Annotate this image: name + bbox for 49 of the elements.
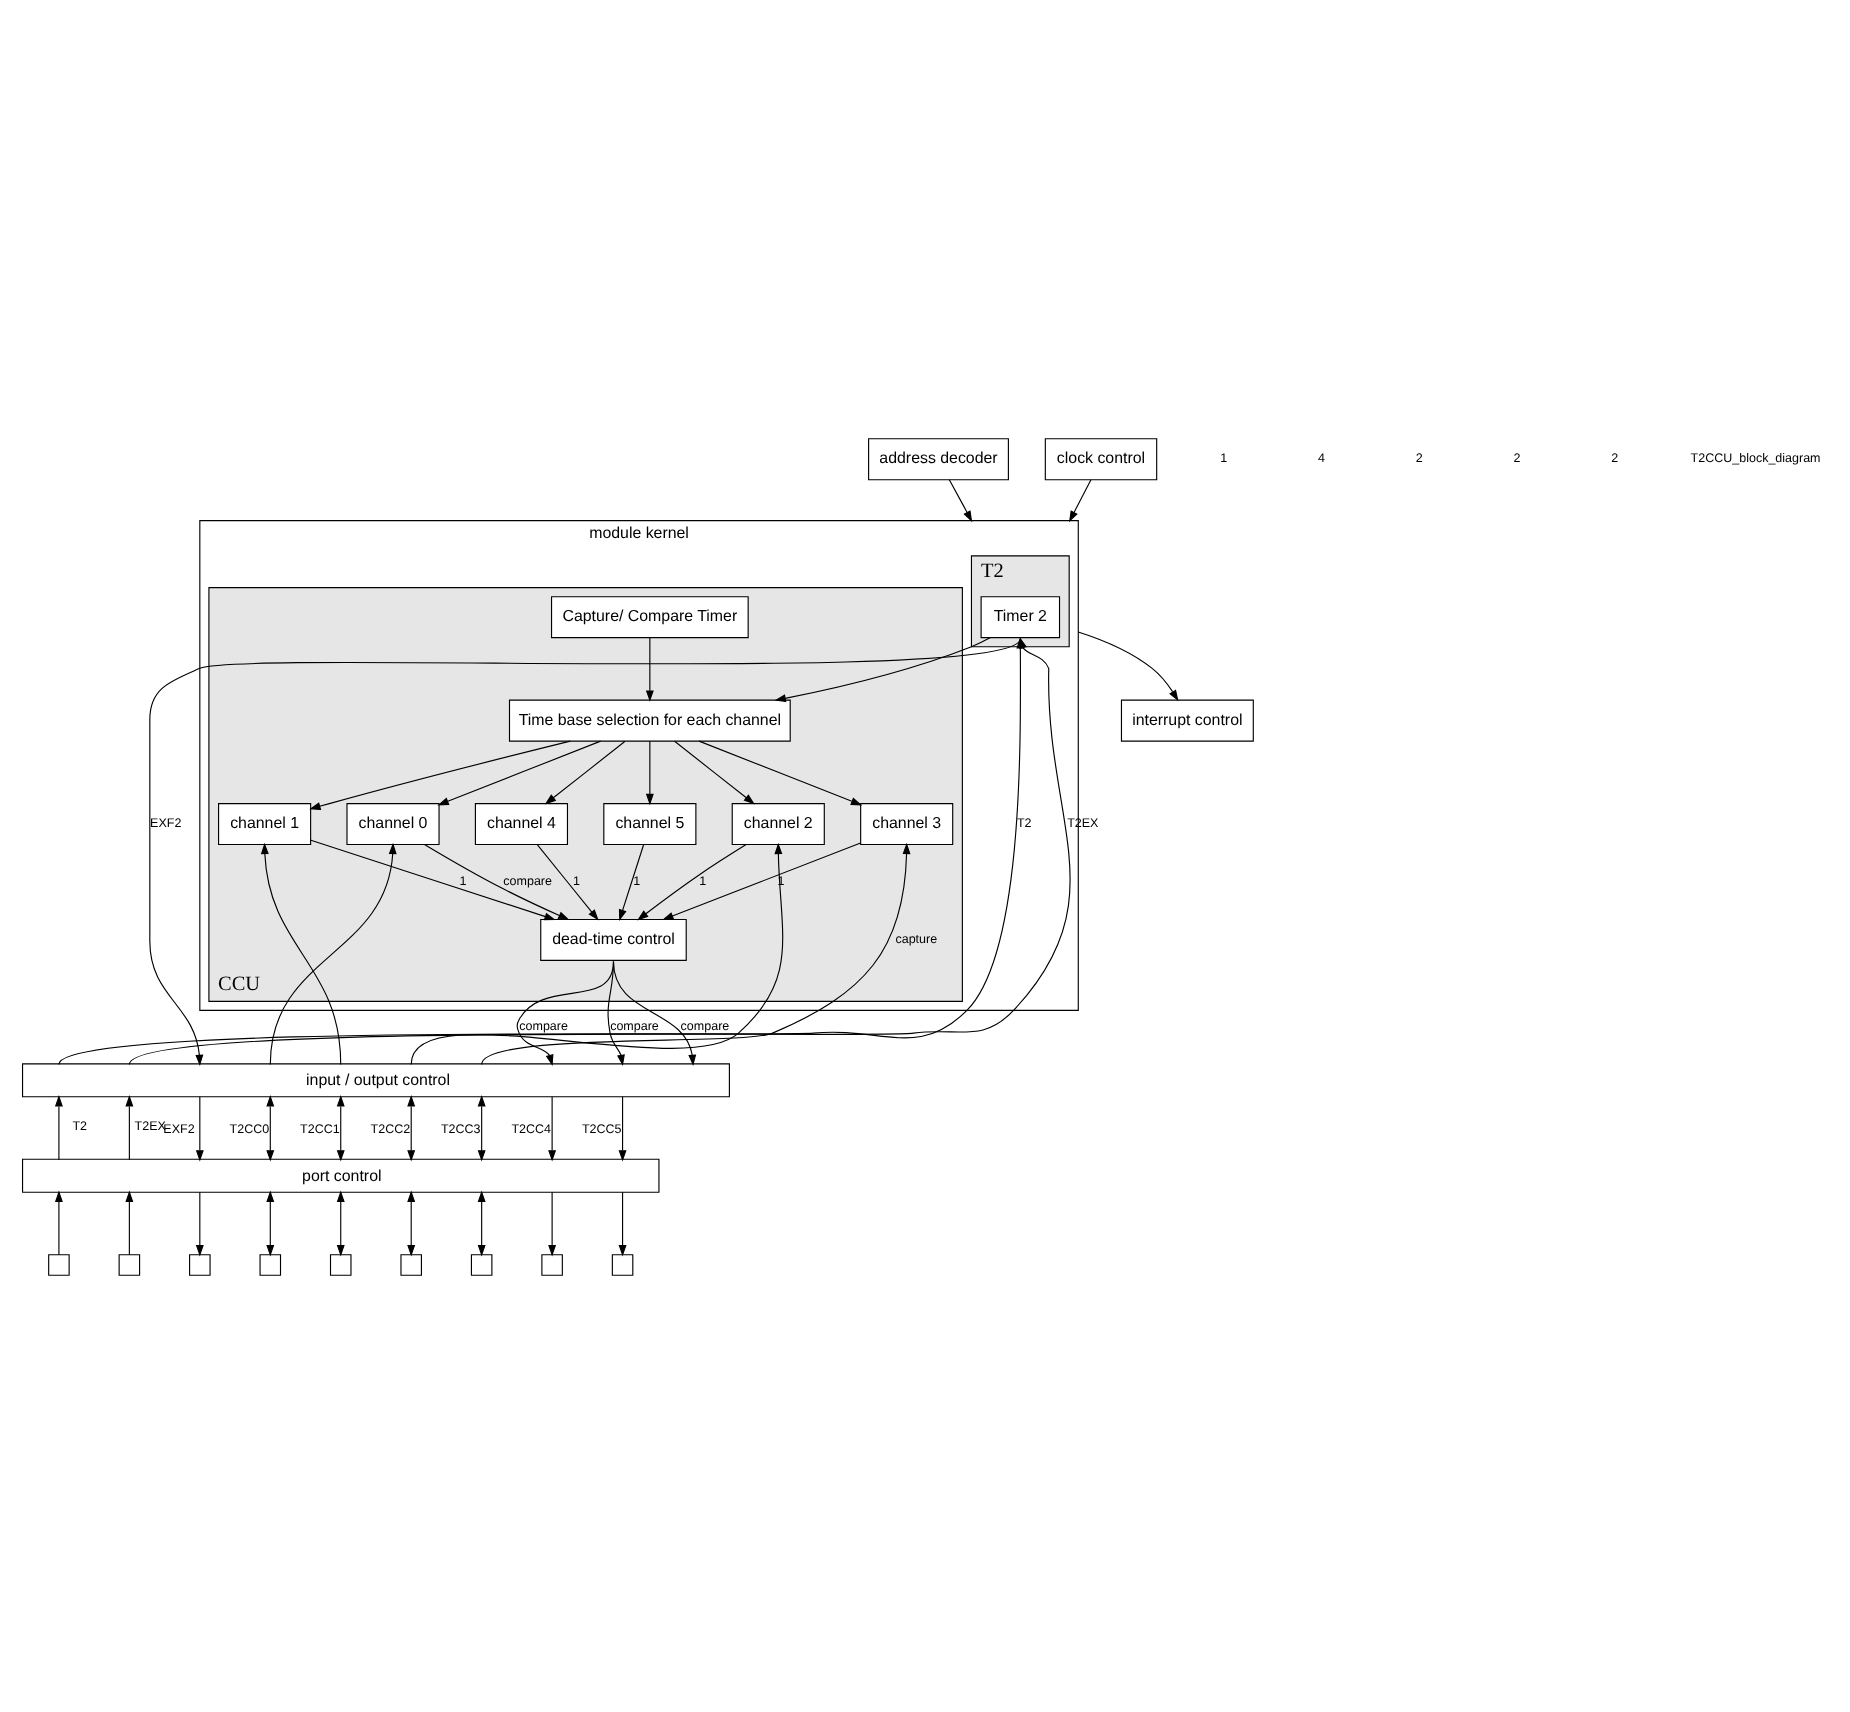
arrow <box>1076 630 1178 701</box>
arrow <box>697 739 862 805</box>
arrow <box>673 739 754 804</box>
arrow <box>194 1095 203 1161</box>
node-box <box>258 1253 281 1275</box>
arrow <box>547 1095 556 1161</box>
arrow <box>661 841 861 919</box>
arrow <box>617 1190 626 1256</box>
arrow <box>124 1189 133 1255</box>
arrow <box>53 1189 62 1255</box>
arrow <box>547 1190 556 1256</box>
arrow <box>335 1189 344 1256</box>
node-box <box>188 1253 210 1275</box>
arrow <box>423 843 569 920</box>
arrow <box>617 843 644 920</box>
arrow <box>617 1095 626 1161</box>
node-box <box>469 1253 492 1275</box>
arrow <box>309 838 555 920</box>
arrow <box>480 841 910 1064</box>
arrow <box>124 1094 133 1160</box>
arrow <box>436 739 601 805</box>
arrow <box>476 1094 485 1161</box>
arrow <box>308 739 570 809</box>
arrow <box>406 1094 415 1161</box>
arrow <box>644 739 653 805</box>
arrow <box>259 841 341 1064</box>
arrow <box>773 636 990 702</box>
arrow <box>265 1189 274 1256</box>
arrow <box>644 636 653 701</box>
node-box <box>117 1253 140 1275</box>
arrow <box>194 1190 203 1256</box>
node-box <box>540 1253 562 1275</box>
arrow <box>265 1094 274 1161</box>
arrow <box>543 739 625 804</box>
arrow <box>406 1189 415 1256</box>
node-box <box>47 1253 69 1275</box>
arrow <box>268 841 396 1064</box>
arrow <box>53 1094 62 1160</box>
arrow <box>1068 478 1091 522</box>
arrow <box>335 1094 344 1161</box>
arrow <box>947 478 972 522</box>
arrow <box>535 843 598 920</box>
arrow <box>636 843 746 920</box>
arrow <box>611 959 696 1066</box>
arrow <box>476 1189 485 1256</box>
node-box <box>328 1253 351 1275</box>
arrow <box>409 841 783 1064</box>
node-box <box>610 1253 633 1275</box>
node-box <box>399 1253 421 1275</box>
